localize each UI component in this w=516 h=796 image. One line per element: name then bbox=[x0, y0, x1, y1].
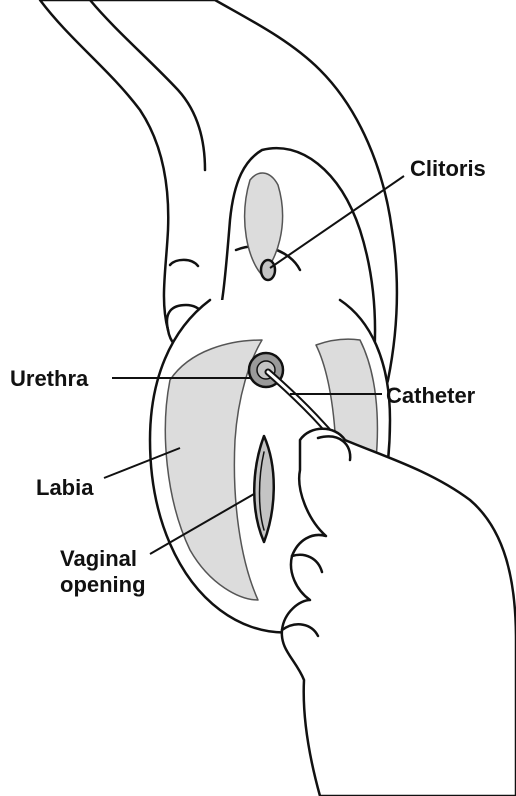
urethra-label: Urethra bbox=[10, 366, 88, 392]
labia-label: Labia bbox=[36, 475, 93, 501]
vaginal-opening-label: Vaginal opening bbox=[60, 546, 146, 598]
catheter-label: Catheter bbox=[386, 383, 475, 409]
lower-hand bbox=[282, 429, 516, 796]
vaginal-opening-label-line1: Vaginal bbox=[60, 546, 146, 572]
clitoris-label: Clitoris bbox=[410, 156, 486, 182]
vaginal-opening-label-line2: opening bbox=[60, 572, 146, 598]
